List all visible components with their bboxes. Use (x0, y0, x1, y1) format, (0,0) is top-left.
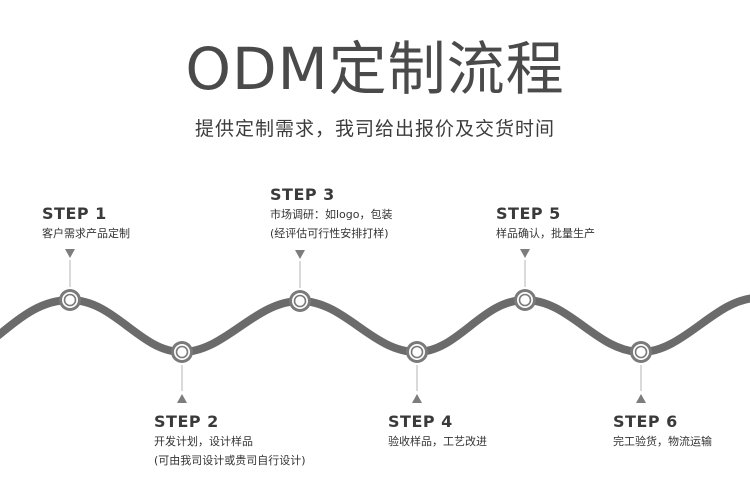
page-subtitle: 提供定制需求，我司给出报价及交货时间 (194, 118, 555, 140)
step-5-node-core (518, 293, 532, 307)
step-1-pointer-icon (65, 249, 75, 258)
step-6-node-core (634, 345, 648, 359)
step-5-description: 样品确认，批量生产 (496, 227, 595, 240)
step-5-pointer-icon (520, 249, 530, 258)
step-3-block: STEP 3 市场调研：如logo，包装 (经评估可行性安排打样) (270, 185, 393, 243)
step-6-block: STEP 6 完工验货，物流运输 (613, 412, 712, 451)
step-1-label: STEP 1 (42, 204, 107, 223)
step-3-note: (经评估可行性安排打样) (270, 227, 389, 240)
step-2-label: STEP 2 (154, 412, 219, 431)
step-2-pointer-icon (177, 394, 187, 403)
step-6-description: 完工验货，物流运输 (613, 435, 712, 448)
step-4-block: STEP 4 验收样品，工艺改进 (388, 412, 487, 451)
step-3-label: STEP 3 (270, 185, 335, 204)
step-4-description: 验收样品，工艺改进 (388, 435, 487, 448)
step-3-node-core (293, 294, 307, 308)
step-1-node-core (63, 293, 77, 307)
step-3-description: 市场调研：如logo，包装 (270, 208, 393, 221)
page-title: ODM定制流程 (185, 35, 565, 103)
process-wave-line (0, 294, 750, 357)
step-5-block: STEP 5 样品确认，批量生产 (496, 204, 595, 243)
step-2-description: 开发计划，设计样品 (154, 435, 253, 448)
step-1-description: 客户需求产品定制 (42, 227, 130, 240)
step-1-block: STEP 1 客户需求产品定制 (42, 204, 130, 243)
step-4-node-core (410, 345, 424, 359)
step-2-note: (可由我司设计或贵司自行设计) (154, 454, 306, 467)
step-6-pointer-icon (636, 394, 646, 403)
step-2-node-core (175, 345, 189, 359)
step-2-block: STEP 2 开发计划，设计样品 (可由我司设计或贵司自行设计) (154, 412, 306, 470)
step-5-label: STEP 5 (496, 204, 561, 223)
step-4-label: STEP 4 (388, 412, 453, 431)
step-4-pointer-icon (412, 394, 422, 403)
step-3-pointer-icon (295, 250, 305, 259)
step-6-label: STEP 6 (613, 412, 678, 431)
